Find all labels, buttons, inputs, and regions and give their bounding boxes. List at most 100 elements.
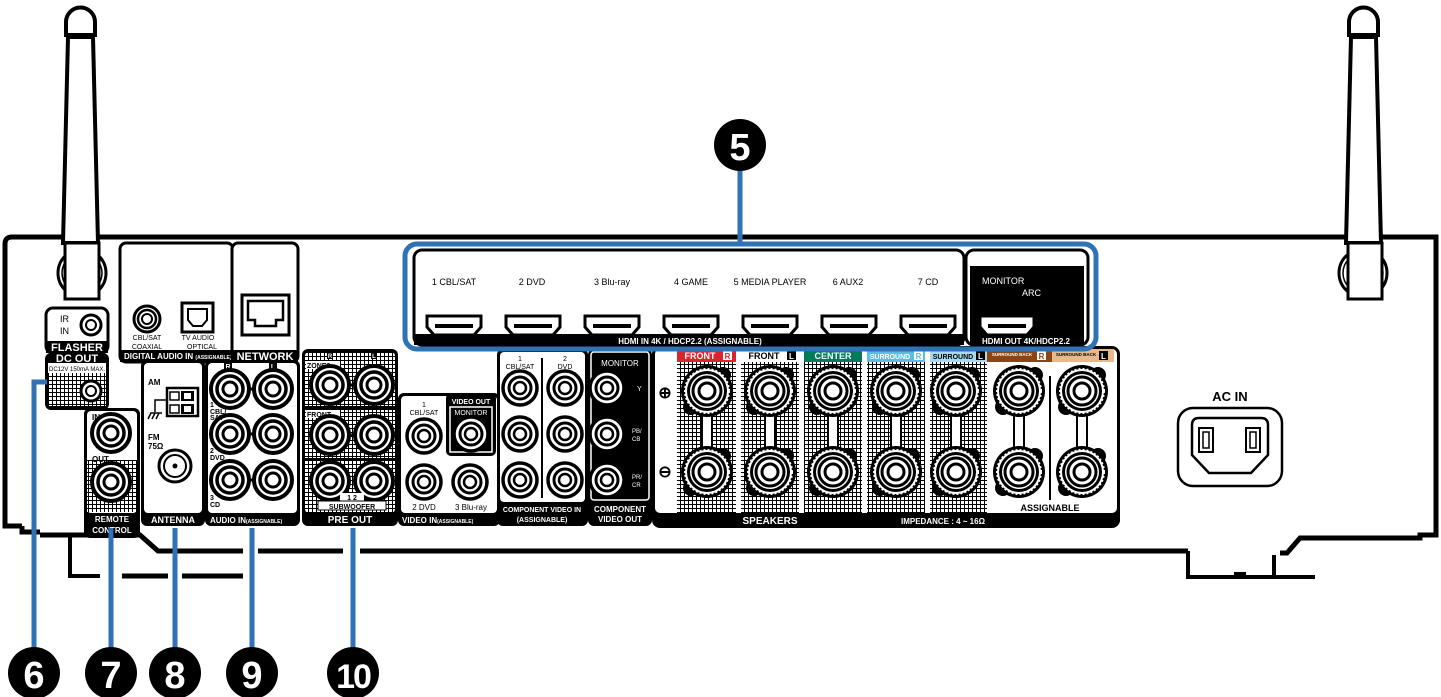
fm-label: FM (148, 433, 160, 442)
ir-in-jack[interactable] (79, 313, 103, 337)
surround-r-minus-terminal[interactable] (868, 444, 924, 500)
audio-in-2-l-jack[interactable] (252, 413, 294, 455)
digital-audio-in-panel: CBL/SAT COAXIAL TV AUDIO OPTICAL DIGITAL… (118, 241, 235, 364)
component-in-1-pr-jack[interactable] (501, 461, 539, 499)
zone2-r-jack[interactable] (309, 364, 351, 406)
center-minus-terminal[interactable] (805, 444, 861, 500)
callout-10-number: 10 (336, 658, 371, 696)
video-out-monitor-jack[interactable] (452, 415, 490, 453)
front-r-minus-terminal[interactable] (679, 444, 735, 500)
surround-back-r-plus-terminal[interactable] (991, 363, 1047, 419)
component-in-2-num: 2 (563, 356, 567, 363)
surround-back-r-side: R (1039, 352, 1045, 361)
video-in-2-jack[interactable] (405, 463, 443, 501)
audio-in-2-num: 2 (210, 448, 214, 455)
ac-inlet[interactable] (1176, 406, 1284, 488)
speakers-panel: FRONT R FRONT L CENTER SURROUND R SURROU… (652, 346, 1120, 528)
surround-r-plus-terminal[interactable] (868, 363, 924, 419)
audio-in-3-num: 3 (210, 495, 214, 502)
remote-out-jack[interactable] (90, 461, 132, 503)
remote-title-1: REMOTE (95, 515, 130, 524)
minus-icon: ⊖ (658, 464, 671, 481)
component-out-cb-label: CB (632, 437, 640, 443)
audio-in-2-name: DVD (210, 455, 225, 462)
callout-6-number: 6 (23, 655, 44, 697)
audio-in-3-l-jack[interactable] (252, 459, 294, 501)
video-in-1-name: CBL/SAT (410, 410, 439, 417)
hdmi-in-3-port[interactable] (583, 314, 641, 337)
video-in-1-num: 1 (422, 402, 426, 409)
am-terminal[interactable] (147, 386, 200, 420)
hdmi-in-2-port[interactable] (504, 314, 562, 337)
hdmi-in-5-label: 5 MEDIA PLAYER (734, 277, 807, 287)
callout-6-badge (8, 647, 60, 697)
front-r-label: FRONT (685, 351, 716, 361)
surround-l-minus-terminal[interactable] (928, 444, 984, 500)
zone2-l-jack[interactable] (353, 364, 395, 406)
ethernet-port[interactable] (240, 293, 291, 337)
component-in-subtitle: (ASSIGNABLE) (517, 517, 568, 524)
component-out-y-jack[interactable] (588, 369, 626, 407)
callout-9: 9 (226, 528, 278, 697)
hdmi-in-1-port[interactable] (425, 314, 483, 337)
front-preout-r-jack[interactable] (309, 414, 351, 456)
component-in-1-y-jack[interactable] (501, 369, 539, 407)
center-plus-terminal[interactable] (805, 363, 861, 419)
hdmi-in-6-port[interactable] (820, 314, 878, 337)
component-out-pr-label: PR/ (632, 475, 642, 481)
hdmi-in-4-port[interactable] (662, 314, 720, 337)
fm-terminal[interactable] (157, 448, 193, 484)
dc-out-jack[interactable] (79, 379, 103, 403)
front-preout-label: FRONT (307, 412, 332, 419)
surround-l-label: SURROUND (933, 354, 973, 361)
component-in-2-name: DVD (558, 364, 573, 371)
audio-in-1-r-jack[interactable] (209, 368, 251, 410)
audio-in-panel: R L 1 CBL/ SAT 2 DVD 3 CD AUDIO IN(ASSIG… (205, 360, 300, 526)
remote-in-jack[interactable] (90, 412, 132, 454)
surround-back-l-minus-terminal[interactable] (1054, 444, 1110, 500)
component-out-pb-jack[interactable] (588, 415, 626, 453)
fm-ohm-label: 75Ω (148, 442, 164, 451)
component-in-2-pr-jack[interactable] (546, 461, 584, 499)
callout-8-badge (149, 647, 201, 697)
video-in-3-jack[interactable] (451, 463, 489, 501)
hdmi-in-7-port[interactable] (899, 314, 957, 337)
hdmi-out-monitor-port[interactable] (978, 314, 1036, 337)
audio-in-3-r-jack[interactable] (209, 459, 251, 501)
remote-out-label: OUT (92, 455, 109, 464)
callout-9-badge (226, 647, 278, 697)
video-in-1-jack[interactable] (405, 417, 443, 455)
surround-r-label: SURROUND (870, 354, 910, 361)
audio-in-1-l-jack[interactable] (252, 368, 294, 410)
audio-in-l-label: L (271, 364, 276, 371)
callout-8-number: 8 (164, 655, 185, 697)
pre-out-r-label: R (328, 354, 333, 360)
component-in-1-pb-jack[interactable] (501, 415, 539, 453)
front-r-plus-terminal[interactable] (679, 363, 735, 419)
video-out-monitor-label: MONITOR (455, 410, 488, 417)
component-in-2-pb-jack[interactable] (546, 415, 584, 453)
hdmi-in-6-label: 6 AUX2 (833, 277, 864, 287)
optical-label: OPTICAL (187, 344, 217, 351)
component-out-y-label: Y (637, 386, 642, 393)
coaxial-label: COAXIAL (132, 344, 162, 351)
coaxial-jack[interactable] (132, 304, 162, 334)
surround-back-l-side: L (1101, 352, 1106, 361)
in-label: IN (60, 326, 69, 336)
component-out-cr-label: CR (632, 483, 641, 489)
front-l-plus-terminal[interactable] (742, 363, 798, 419)
surround-l-plus-terminal[interactable] (928, 363, 984, 419)
front-l-minus-terminal[interactable] (742, 444, 798, 500)
pre-out-l-label: L (372, 354, 376, 360)
component-in-2-y-jack[interactable] (546, 369, 584, 407)
ac-in-title: AC IN (1212, 389, 1247, 404)
component-out-subtitle: VIDEO OUT (598, 515, 642, 524)
hdmi-in-5-port[interactable] (741, 314, 799, 337)
surround-back-l-plus-terminal[interactable] (1054, 363, 1110, 419)
surround-back-r-minus-terminal[interactable] (991, 444, 1047, 500)
front-preout-l-jack[interactable] (353, 414, 395, 456)
dc-out-panel: DC OUT DC12V 150mA MAX. (45, 353, 109, 410)
component-out-pr-jack[interactable] (588, 461, 626, 499)
optical-jack[interactable] (180, 301, 215, 334)
